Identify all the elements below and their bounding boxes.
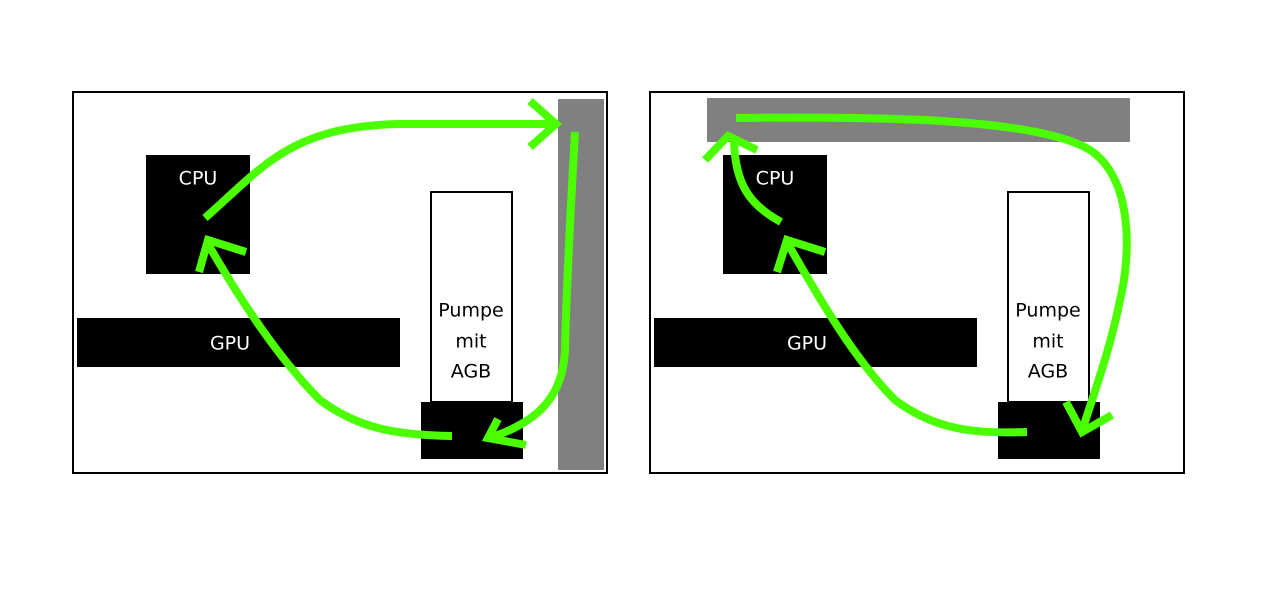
pump-label-line3: AGB bbox=[451, 361, 491, 383]
pump-label-line2: mit bbox=[455, 331, 486, 353]
diagram-right: CPU GPU Pumpe mit AGB bbox=[649, 91, 1185, 474]
arrowhead-cpu-inlet bbox=[195, 234, 248, 274]
flow-arrows bbox=[195, 98, 579, 449]
flow-arrow-pump-to-cpu bbox=[784, 242, 1028, 437]
gpu-block bbox=[77, 318, 400, 367]
flow-arrow-cpu-to-radiator bbox=[202, 120, 554, 222]
flow-arrow-radiator-to-pump bbox=[493, 131, 579, 440]
arrowhead-pump-inlet bbox=[481, 417, 527, 449]
gpu-label: GPU bbox=[210, 333, 250, 355]
pump-label-line2: mit bbox=[1032, 331, 1063, 353]
gpu-block bbox=[654, 318, 977, 367]
cpu-label: CPU bbox=[179, 168, 218, 190]
flow-arrow-pump-to-cpu bbox=[204, 242, 453, 440]
cpu-block bbox=[146, 155, 250, 274]
pump-label-line1: Pumpe bbox=[438, 300, 503, 322]
arrowhead-radiator-inlet bbox=[702, 131, 759, 163]
flow-arrow-cpu-to-radiator bbox=[730, 139, 783, 226]
gpu-label: GPU bbox=[787, 333, 827, 355]
pump-reservoir bbox=[1007, 191, 1090, 403]
arrowhead-cpu-inlet bbox=[773, 234, 827, 274]
flow-arrows bbox=[702, 113, 1131, 438]
arrowhead-radiator-inlet bbox=[527, 98, 563, 150]
cpu-label: CPU bbox=[756, 168, 795, 190]
diagram-left: CPU GPU Pumpe mit AGB bbox=[72, 91, 608, 474]
flow-arrow-radiator-to-pump bbox=[735, 113, 1131, 430]
pump-label-line3: AGB bbox=[1028, 361, 1068, 383]
arrowhead-pump-inlet bbox=[1062, 400, 1114, 438]
pump-label-line1: Pumpe bbox=[1015, 300, 1080, 322]
